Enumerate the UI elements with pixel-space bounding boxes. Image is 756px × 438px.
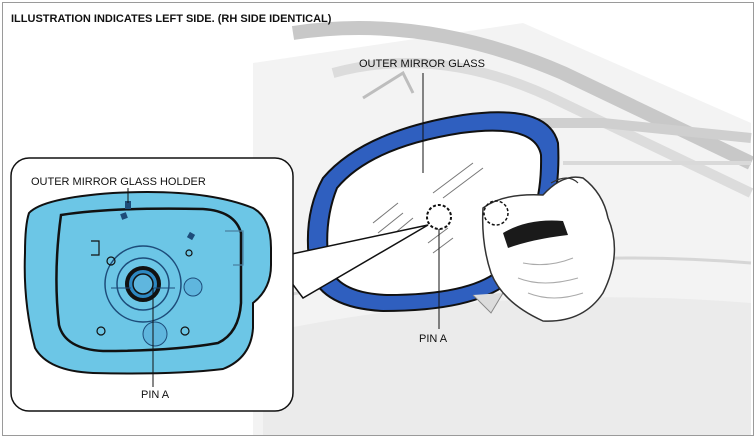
hand-drawing <box>481 176 616 322</box>
label-pin-a-inset: PIN A <box>141 389 170 401</box>
label-outer-mirror-glass: OUTER MIRROR GLASS <box>359 58 485 70</box>
label-outer-mirror-glass-holder: OUTER MIRROR GLASS HOLDER <box>31 176 206 188</box>
label-pin-a-main: PIN A <box>419 333 448 345</box>
illustration-header: ILLUSTRATION INDICATES LEFT SIDE. (RH SI… <box>11 13 332 25</box>
mirror-glass-removal-illustration <box>10 21 753 435</box>
inset-detail <box>10 157 294 412</box>
